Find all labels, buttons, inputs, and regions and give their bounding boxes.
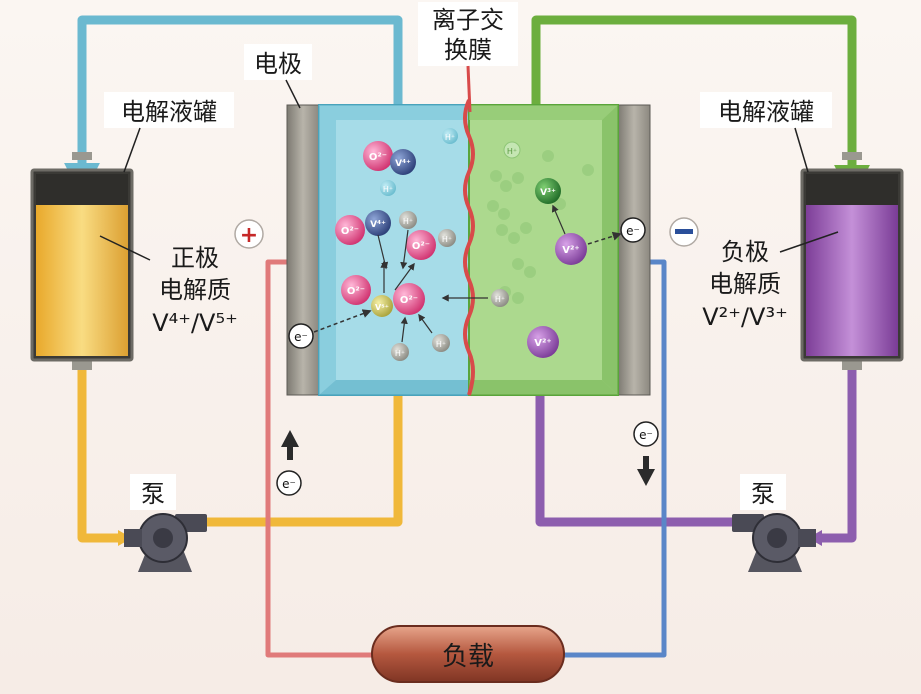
svg-text:V²⁺: V²⁺ (534, 338, 551, 349)
svg-text:V⁴⁺: V⁴⁺ (395, 159, 411, 169)
svg-text:H⁺: H⁺ (436, 340, 446, 349)
positive-electrolyte-fill (36, 205, 128, 356)
svg-text:H⁺: H⁺ (383, 185, 393, 194)
left-tank-label: 电解液罐 (121, 98, 217, 126)
positive-electrolyte-label-2: 电解质 (159, 276, 231, 304)
negative-ions-label: V²⁺/V³⁺ (702, 303, 788, 331)
svg-text:O²⁻: O²⁻ (369, 152, 387, 163)
negative-terminal-sign (669, 217, 699, 247)
negative-electrolyte-label-2: 电解质 (709, 270, 781, 298)
electron-flow-left: e⁻ (276, 430, 302, 496)
svg-text:H⁺: H⁺ (403, 217, 413, 226)
positive-side-ions: H⁺ H⁺ O²⁻ V⁴⁺ O²⁻ V⁴⁺ H⁺ H⁺ O²⁻ O²⁻ V⁵⁺ … (288, 128, 458, 361)
svg-text:H⁺: H⁺ (395, 349, 405, 358)
negative-tank (800, 152, 904, 370)
positive-ions-label: V⁴⁺/V⁵⁺ (152, 309, 238, 337)
negative-electrolyte-pipe (535, 360, 857, 543)
positive-tank (30, 152, 134, 370)
electrochemical-cell (286, 99, 651, 396)
ion-exchange-membrane (463, 99, 475, 396)
left-pump-label: 泵 (141, 480, 165, 508)
svg-text:e⁻: e⁻ (639, 428, 653, 442)
svg-text:O²⁻: O²⁻ (341, 226, 359, 237)
left-inlet-pipe (64, 15, 403, 199)
text-labels: 离子交 换膜 电极 电解液罐 电解液罐 正极 电解质 V⁴⁺/V⁵⁺ 负极 电解… (99, 2, 839, 510)
right-pump-label: 泵 (751, 480, 775, 508)
svg-text:O²⁻: O²⁻ (347, 286, 365, 297)
svg-text:H⁺: H⁺ (442, 235, 452, 244)
right-tank-label: 电解液罐 (718, 98, 814, 126)
right-pump (732, 513, 816, 572)
svg-text:O²⁻: O²⁻ (412, 241, 430, 252)
positive-terminal-sign: + (234, 219, 264, 249)
right-electrode (617, 104, 651, 396)
negative-side-ions: H⁺ V³⁺ V²⁺ V²⁺ e⁻ H⁺ (441, 141, 646, 358)
svg-text:e⁻: e⁻ (626, 224, 640, 238)
circuit-wire-positive (265, 259, 378, 658)
svg-text:V⁵⁺: V⁵⁺ (375, 303, 389, 312)
svg-text:e⁻: e⁻ (282, 477, 296, 491)
membrane-label-line1: 离子交 (432, 6, 504, 34)
svg-text:O²⁻: O²⁻ (400, 295, 418, 306)
svg-text:+: + (240, 223, 258, 248)
membrane-label-line2: 换膜 (444, 36, 492, 64)
electron-flow-right: e⁻ (633, 421, 659, 486)
svg-text:V⁴⁺: V⁴⁺ (370, 220, 386, 230)
right-inlet-pipe (531, 15, 870, 201)
svg-text:V³⁺: V³⁺ (540, 188, 556, 198)
load: 负载 (371, 625, 565, 683)
svg-text:H⁺: H⁺ (445, 133, 455, 142)
svg-text:e⁻: e⁻ (294, 330, 308, 344)
svg-text:H⁺: H⁺ (495, 295, 505, 304)
negative-electrolyte-fill (806, 205, 898, 356)
left-pump (124, 513, 207, 572)
positive-electrolyte-label-1: 正极 (171, 244, 219, 272)
svg-text:H⁺: H⁺ (507, 147, 517, 156)
load-label: 负载 (442, 642, 494, 672)
svg-text:V²⁺: V²⁺ (562, 245, 579, 256)
electrode-label: 电极 (254, 50, 302, 78)
negative-electrolyte-label-1: 负极 (721, 238, 769, 266)
left-electrode (286, 104, 320, 396)
